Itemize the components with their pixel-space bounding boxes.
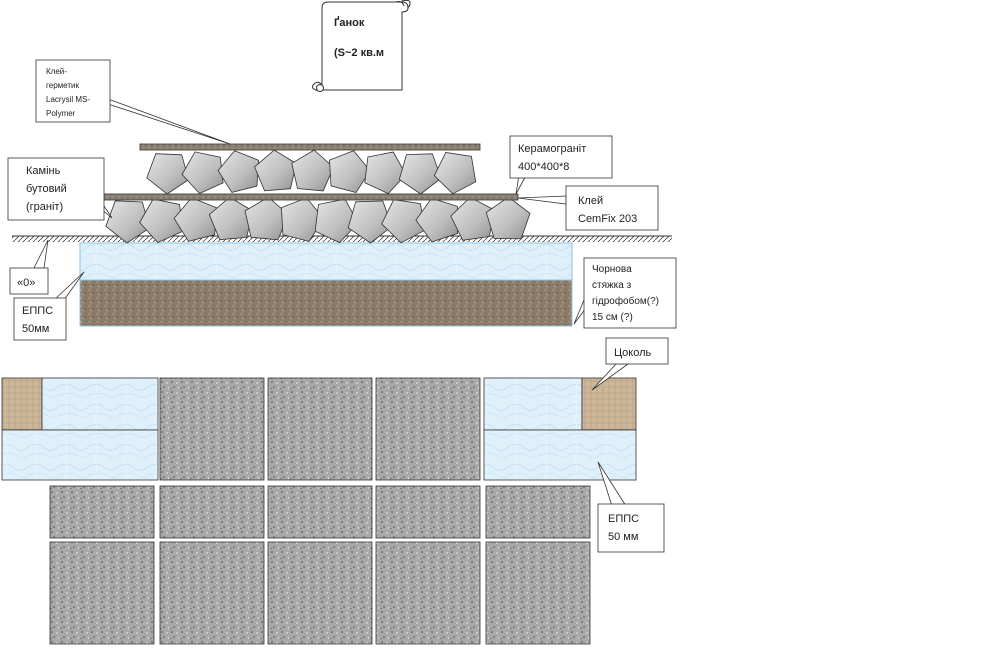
tile-line-1: Керамограніт [518,143,586,155]
stone-line-2: бутовий [26,183,67,195]
rubble-stone [173,197,218,242]
granite-tile [375,485,481,539]
sealant-line-4: Polymer [46,109,76,118]
granite-tiles [49,377,591,645]
granite-tile [49,485,155,539]
callout-stone: Камінь бутовий (граніт) [7,157,113,221]
plan-view [1,377,637,645]
granite-tile [159,541,265,645]
granite-tile [159,485,265,539]
epps-plan-left-top [41,377,159,431]
plinth-left [1,377,43,431]
granite-tile [267,377,373,481]
callout-tile: Керамограніт 400*400*8 [509,135,613,195]
plinth-label: Цоколь [614,347,651,359]
screed-line-2: стяжка з [592,280,632,291]
rubble-stone [217,150,260,193]
glue-line-2: CemFix 203 [578,213,637,225]
screed-layer [79,279,573,327]
rubble-stone [314,198,359,244]
rubble-stone [398,153,442,195]
granite-tile [267,485,373,539]
sealant-line-1: Клей- [46,67,67,76]
callout-epps-top: ЕППС 50мм [13,271,85,341]
rubble-stone [364,151,407,195]
callout-epps-bottom: ЕППС 50 мм [597,461,665,553]
rubble-stone [433,152,477,195]
zero-label: «0» [17,277,35,289]
screed-line-4: 15 см (?) [592,312,633,323]
callout-glue: Клей CemFix 203 [517,185,659,231]
sealant-line-3: Lacrysil MS- [46,95,90,104]
rubble-stone [181,151,224,194]
screed-line-3: гідрофобом(?) [592,295,659,307]
rubble-stone [208,196,254,241]
epps-plan-right-bottom [483,429,637,481]
epps-bottom-line-1: ЕППС [608,513,639,525]
callout-screed: Чорнова стяжка з гідрофобом(?) 15 см (?) [573,257,677,329]
plinth-right [581,377,637,431]
tile-plate-lower [103,193,519,201]
callout-plinth: Цоколь [591,337,669,391]
screed-line-1: Чорнова [592,264,632,275]
rubble-stone [485,196,531,240]
stone-line-3: (граніт) [26,201,63,213]
glue-line-1: Клей [578,195,603,207]
granite-tile [375,541,481,645]
title-scroll: Ґанок (S~2 кв.м [311,0,411,92]
granite-tile [375,377,481,481]
rubble-stone [254,149,297,192]
callout-zero: «0» [9,239,49,295]
granite-tile [485,541,591,645]
stone-row-lower [105,196,531,244]
title-line-2: (S~2 кв.м [334,47,384,59]
stone-line-1: Камінь [26,165,61,177]
epps-top-line-1: ЕППС [22,305,53,317]
rubble-stone [329,150,371,193]
title-line-1: Ґанок [334,16,365,29]
epps-layer-top [79,242,573,281]
rubble-stone [381,199,426,244]
epps-plan-right-top [483,377,583,431]
sealant-line-2: герметик [46,81,79,90]
granite-tile [267,541,373,645]
epps-plan-left-bottom [1,429,159,481]
stone-row-upper [146,149,477,195]
rubble-stone [415,197,459,243]
granite-tile [485,485,591,539]
epps-top-line-2: 50мм [22,323,49,335]
granite-tile [49,541,155,645]
granite-tile [159,377,265,481]
epps-bottom-line-2: 50 мм [608,531,638,543]
rubble-stone [139,198,183,243]
tile-plate-upper [139,143,481,151]
rubble-stone [291,149,334,192]
callout-sealant: Клей- герметик Lacrysil MS- Polymer [35,59,231,145]
tile-line-2: 400*400*8 [518,161,569,173]
